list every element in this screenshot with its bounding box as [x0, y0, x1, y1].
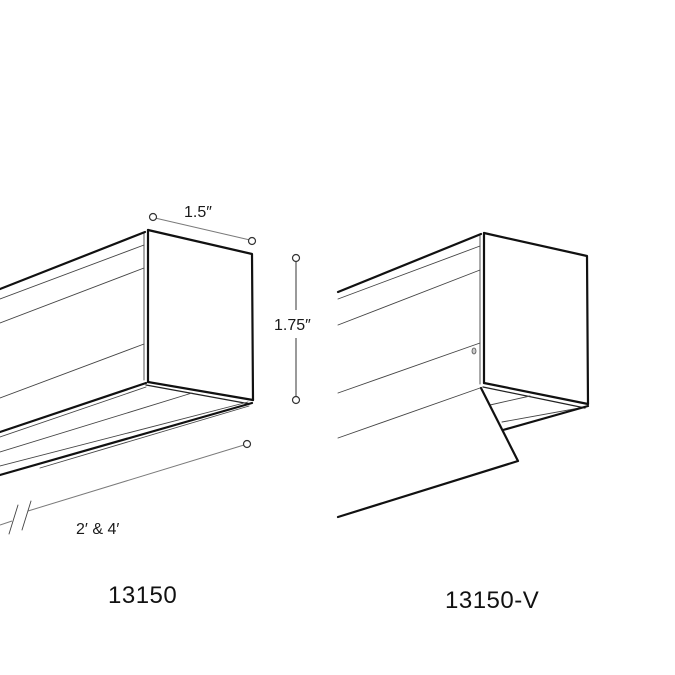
dimension-height-label: 1.75″ [274, 317, 311, 334]
top-edge [0, 230, 147, 291]
model-label-13150v: 13150-V [445, 587, 540, 614]
break-mark-icon [8, 504, 19, 535]
dimension-height [291, 253, 301, 405]
dimension-endpoint-icon [247, 236, 257, 246]
dimension-length-label: 2′ & 4′ [76, 521, 120, 538]
end-cap-outline [482, 231, 590, 406]
angled-visor-outline [336, 386, 520, 519]
sensor-icon [471, 347, 477, 355]
dimension-length [0, 439, 252, 535]
dimension-endpoint-icon [148, 212, 158, 222]
fixture-13150-drawing [0, 228, 255, 477]
model-label-13150: 13150 [108, 582, 178, 609]
dimension-endpoint-icon [291, 395, 301, 405]
dimension-endpoint-icon [291, 253, 301, 263]
dimension-width-label: 1.5″ [184, 204, 212, 221]
dimension-endpoint-icon [242, 439, 252, 449]
dimension-width [148, 212, 257, 246]
break-mark-icon [21, 500, 32, 531]
end-cap-outline [146, 228, 255, 402]
fixture-13150v-drawing [336, 231, 590, 519]
